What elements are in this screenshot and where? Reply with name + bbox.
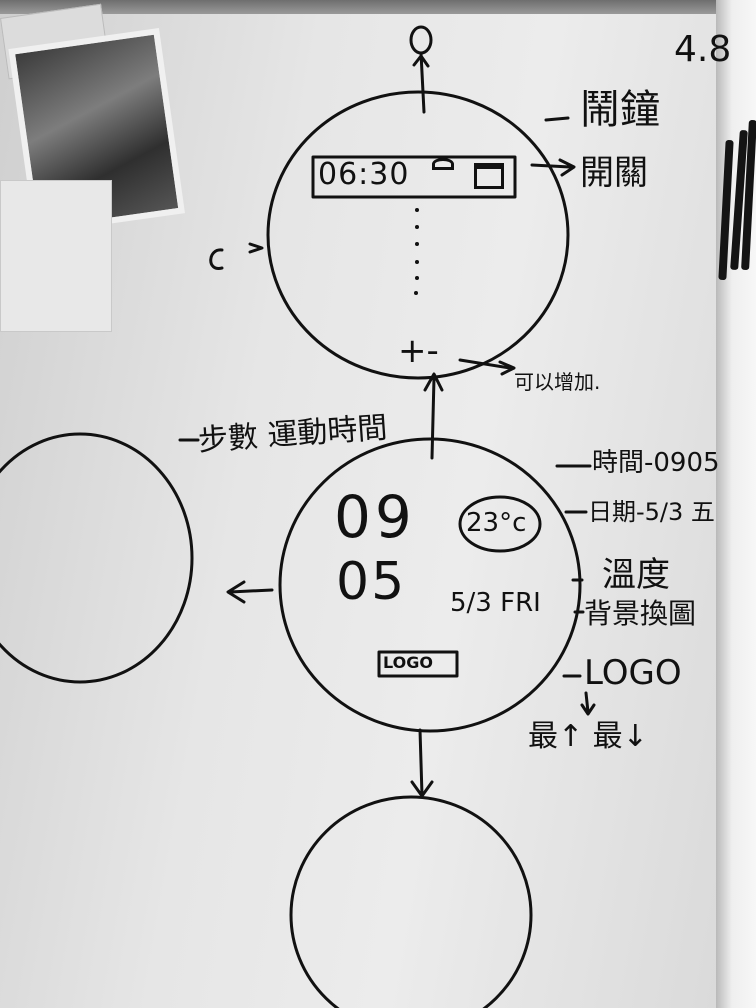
clock-minute: 05 (336, 552, 407, 612)
main-screen-circle (278, 437, 582, 733)
plus-minus-control: +- (398, 331, 439, 371)
annotation-dashes (178, 116, 592, 678)
bottom-screen-circle (289, 795, 533, 1008)
logo-size-note: 最↑ 最↓ (528, 719, 648, 754)
alarm-bell-icon (432, 158, 454, 170)
logo-size-arrow (580, 691, 596, 716)
figure-body (412, 51, 430, 114)
annotation-logo: LOGO (584, 653, 682, 693)
alarm-time-box (311, 155, 517, 199)
switch-label: 開關 (580, 153, 648, 193)
add-arrow (458, 358, 516, 376)
temperature-reading: 23°c (466, 508, 527, 538)
annotation-background: 背景換圖 (584, 597, 697, 630)
annotation-temperature: 溫度 (602, 555, 670, 595)
whiteboard-top-frame (0, 0, 756, 14)
left-arrow (226, 580, 274, 604)
corner-date-note: 4.8 (674, 29, 732, 70)
annotation-time: 時間-0905 (592, 448, 720, 478)
figure-head (409, 25, 433, 55)
up-arrow (423, 372, 444, 460)
scroll-dots (414, 208, 419, 295)
alarm-screen-circle (266, 90, 570, 380)
temperature-bubble (458, 495, 542, 553)
paper-stack (0, 180, 112, 332)
annotation-date: 日期-5/3 五 (588, 498, 715, 526)
switch-arrow (530, 158, 576, 177)
alarm-time: 06:30 (318, 157, 410, 192)
alarm-toggle-icon (474, 163, 504, 189)
alarm-title: 鬧鐘 (580, 87, 660, 133)
activity-screen-circle (0, 432, 194, 684)
swipe-left-mark (209, 242, 264, 270)
date-display: 5/3 FRI (450, 588, 541, 618)
add-more-note: 可以增加. (514, 370, 601, 394)
logo-box (377, 650, 459, 678)
clock-hour: 09 (334, 483, 416, 551)
logo-placeholder: LOGO (383, 653, 433, 672)
down-arrow (410, 728, 434, 798)
